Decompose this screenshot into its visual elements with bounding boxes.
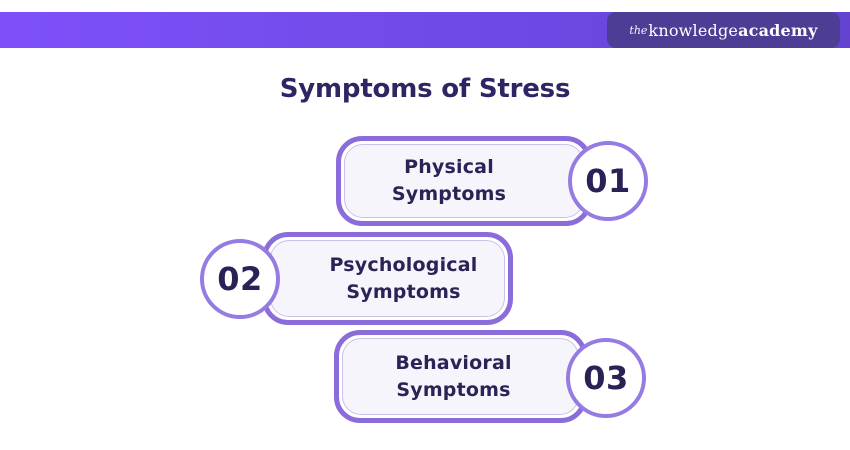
step-box-physical-fill: Physical Symptoms bbox=[344, 144, 584, 218]
step-box-behavioral: Behavioral Symptoms bbox=[334, 330, 587, 423]
step-label-line2: Symptoms bbox=[346, 280, 461, 303]
step-number: 03 bbox=[583, 359, 629, 397]
step-box-psychological-fill: Psychological Symptoms bbox=[270, 240, 505, 317]
step-number-circle-1: 01 bbox=[568, 141, 648, 221]
step-number: 01 bbox=[585, 162, 631, 200]
brand-logo-the: the bbox=[629, 23, 648, 37]
step-number: 02 bbox=[217, 260, 263, 298]
step-box-behavioral-fill: Behavioral Symptoms bbox=[342, 338, 579, 415]
step-number-circle-3: 03 bbox=[566, 338, 646, 418]
step-label: Behavioral bbox=[395, 351, 512, 374]
step-label-line2: Symptoms bbox=[396, 378, 511, 401]
brand-logo-knowledge: knowledge bbox=[648, 20, 739, 40]
step-label: Physical Symptoms bbox=[391, 156, 507, 205]
step-number-circle-2: 02 bbox=[200, 239, 280, 319]
step-box-psychological: Psychological Symptoms bbox=[262, 232, 513, 325]
brand-logo-academy: academy bbox=[738, 20, 818, 40]
step-label: Psychological bbox=[329, 253, 478, 276]
step-box-physical: Physical Symptoms bbox=[336, 136, 592, 226]
page-title: Symptoms of Stress bbox=[279, 74, 571, 104]
